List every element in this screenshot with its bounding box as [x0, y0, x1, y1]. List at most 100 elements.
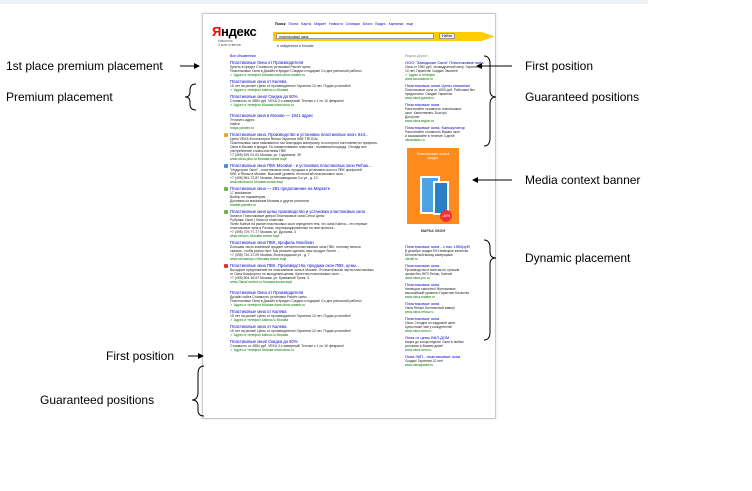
media-banner[interactable]: Пластиковые окна в кредит-30%МАРКА ОКОН [407, 148, 459, 238]
ad-url[interactable]: www.okna-garant.ru [405, 96, 435, 100]
ad-title-link[interactable]: Пластиковые окна - с нас 1500руб! [405, 244, 470, 249]
result-url[interactable]: www.oknastroy.ru Москва копия ещё [230, 257, 287, 261]
result-title-link[interactable]: Пластиковые окна от Калева [230, 309, 287, 314]
result-url[interactable]: ✓ Адрес и телефон kaleva.ru Москва [230, 333, 289, 337]
result-title-link[interactable]: Пластиковые окна ПВХ. Производство, прод… [230, 263, 360, 268]
nav-item[interactable]: Блоги [362, 22, 373, 26]
result-title-link[interactable]: Все объявления [230, 54, 256, 58]
ad-url[interactable]: ✓ Адрес и телефон [405, 73, 436, 77]
ad-title-link[interactable]: Пластиковые окна [405, 282, 440, 287]
result-snippet: +7 (495) 710-37-09 Москва, Волгоградская… [230, 253, 310, 257]
ad-url[interactable]: oknaft.ru [405, 257, 418, 261]
result-title-link[interactable]: Пластиковые Окна от Производителя [230, 290, 304, 295]
result-snippet: 15 лет на рынке! Цены от производителя! … [230, 84, 352, 88]
result-url[interactable]: ✓ Адрес и телефон kaleva.ru Москва [230, 88, 289, 92]
result-title-link[interactable]: Пластиковые окна ПВХ, профиль Монблан [230, 240, 314, 245]
ad-title-link[interactable]: Пластиковые окна [405, 102, 440, 107]
result-title-link[interactable]: Пластиковые окна ПВХ Москва! - и установ… [230, 163, 372, 168]
result-title-link[interactable]: Пластиковые окна от Калева [230, 324, 287, 329]
ad-snippet: Скидки! Гарантия 10 лет! [405, 359, 444, 363]
ad-url[interactable]: www.okna-pro.ru [405, 276, 430, 280]
search-row: пластиковые окна Найти [273, 30, 495, 44]
result-url[interactable]: www.okna-plus.ru Москва копия ещё [230, 157, 287, 161]
label-media-banner: Media context banner [525, 173, 641, 187]
result-snippet: 15 лет на рынке! Цены от производителя! … [230, 314, 352, 318]
result-url[interactable]: ✓ Адрес и телефон Москва www.okna.ru [230, 103, 294, 107]
result-title-link[interactable]: Пластиковые окна в Москве — 1941 адрес [230, 113, 314, 118]
result-snippet: Пластиковые Окна в Дизайн в Кредит! Скид… [230, 299, 362, 303]
result-snippet: сказать, чтобы рынок пуст. Мы решили сде… [230, 249, 340, 253]
result-snippet: 17 магазинов [230, 191, 251, 195]
result-url[interactable]: ✓ Адрес и телефон Москва www.okna.ru [230, 348, 294, 352]
top-strip [0, 0, 648, 4]
ad-url[interactable]: oknazakaz.ru [405, 138, 425, 142]
nav-item[interactable]: Новости [329, 22, 343, 26]
nav-item[interactable]: Картинки [388, 22, 404, 26]
ad-title-link[interactable]: Пластиковые окна! Цены снижены! [405, 83, 471, 88]
ad-title-link[interactable]: Пластиковые окна [405, 301, 440, 306]
nav-item[interactable]: еще [406, 22, 414, 26]
result-snippet: "Индустрия Окон" - пластиковые окна, про… [230, 168, 362, 172]
result-title-link[interactable]: Пластиковые окна — 281 предложение на Ма… [230, 186, 331, 191]
search-options[interactable]: в найденном в Москве [277, 44, 314, 48]
result-title-link[interactable]: Пластиковые окна от Калева [230, 79, 287, 84]
result-url[interactable]: www.window.ru Москва копия ещё [230, 180, 284, 184]
nav-item[interactable]: Словари [345, 22, 360, 26]
nav-item[interactable]: Видео [375, 22, 386, 26]
ad-snippet: Рассчитайте стоимость пластиковых [405, 107, 462, 111]
search-input[interactable]: пластиковые окна [276, 33, 434, 39]
brace-guaranteed-bottom [191, 365, 205, 417]
ad-snippet: и заказывайте в течение 3 дней! [405, 134, 455, 138]
result-snippet: от Окна Комфортно по выгодным ценам. Кач… [230, 272, 343, 276]
result-title-link[interactable]: Пластиковые окна цены производство и уст… [230, 209, 365, 214]
ad-url[interactable]: www.okna-dom.ru [405, 348, 432, 352]
result-url[interactable]: market.yandex.ru [230, 203, 257, 207]
ad-url[interactable]: www.okna-dom.ru [405, 329, 432, 333]
ad-url[interactable]: www.okna-rehau.ru [405, 310, 434, 314]
result-url[interactable]: ✓ Адрес и телефон Москва www.okna-master… [230, 303, 306, 307]
result-url[interactable]: maps.yandex.ru [230, 126, 255, 130]
nav-item[interactable]: Поиск [275, 22, 286, 26]
ad-url[interactable]: www.okna-master.ru [405, 295, 435, 299]
ad-title-link[interactable]: ООО "Заводские Окна" Пластиковые окна [405, 60, 484, 65]
banner-brand: МАРКА ОКОН [407, 224, 459, 238]
ad-title-link[interactable]: Пластиковые окна [405, 316, 440, 321]
result-snippet: Купить в кредит Стоимость установки Расч… [230, 65, 311, 69]
ad-title-link[interactable]: Пластиковые окна [405, 263, 440, 268]
ad-url[interactable]: www.zavodokna.ru [405, 77, 433, 81]
result-title-link[interactable]: Пластиковые окна! Скидка до 50% [230, 339, 298, 344]
nav-item[interactable]: Почта [288, 22, 299, 26]
result-item: Пластиковые окна — 281 предложение на Ма… [224, 186, 402, 207]
result-item: Пластиковые окна. Производство и установ… [224, 132, 402, 161]
result-url[interactable]: www.OknaComfort.ru Москва копия ещё [230, 280, 293, 284]
ad-snippet: Окна Rehau! Бесплатный замер! [405, 306, 455, 310]
result-title-link[interactable]: Пластиковые окна. Производство и установ… [230, 132, 369, 137]
brace-dynamic [483, 239, 497, 341]
result-url[interactable]: ✓ Адрес и телефон kaleva.ru Москва [230, 318, 289, 322]
ad-title-link[interactable]: Окна ЗКП - пластиковые окна [405, 354, 461, 359]
result-url[interactable]: www.okna.ru Москва копия ещё [230, 234, 280, 238]
favicon-icon [224, 210, 228, 214]
nav-item[interactable]: Карты [301, 22, 312, 26]
discount-badge: -30% [440, 210, 452, 222]
result-snippet: +7 (495) 729-77-77 Москва, ул. Дрозова, … [230, 230, 296, 234]
ad-snippet: Немецкое качество! Монтажники [405, 287, 456, 291]
search-button[interactable]: Найти [439, 33, 455, 39]
ad-url[interactable]: www.okna-region.ru [405, 119, 435, 123]
yandex-logo[interactable]: Яндекс [212, 24, 257, 39]
result-title-link[interactable]: Пластиковые окна! Скидка до 50% [230, 94, 298, 99]
ad-snippet: Доступно [405, 115, 420, 119]
result-title-link[interactable]: Пластиковые Окна от Производителя [230, 60, 304, 65]
result-url[interactable]: ✓ Адрес и телефон Москва www.okna-master… [230, 73, 306, 77]
nav-item[interactable]: Маркет [314, 22, 327, 26]
ad-snippet: ценам без ЗКП! Rehau, Kaleva! [405, 272, 453, 276]
ad-url[interactable]: www.oknagarant.ru [405, 363, 434, 367]
ad-title-link[interactable]: Пластиковые окна, Калькулятор [405, 125, 465, 130]
ad-snippet: Пластиковые окна от 1500 руб. Работаем б… [405, 88, 475, 92]
ad-title-link[interactable]: Окна от цены ВКЛ-ДОМ [405, 335, 450, 340]
